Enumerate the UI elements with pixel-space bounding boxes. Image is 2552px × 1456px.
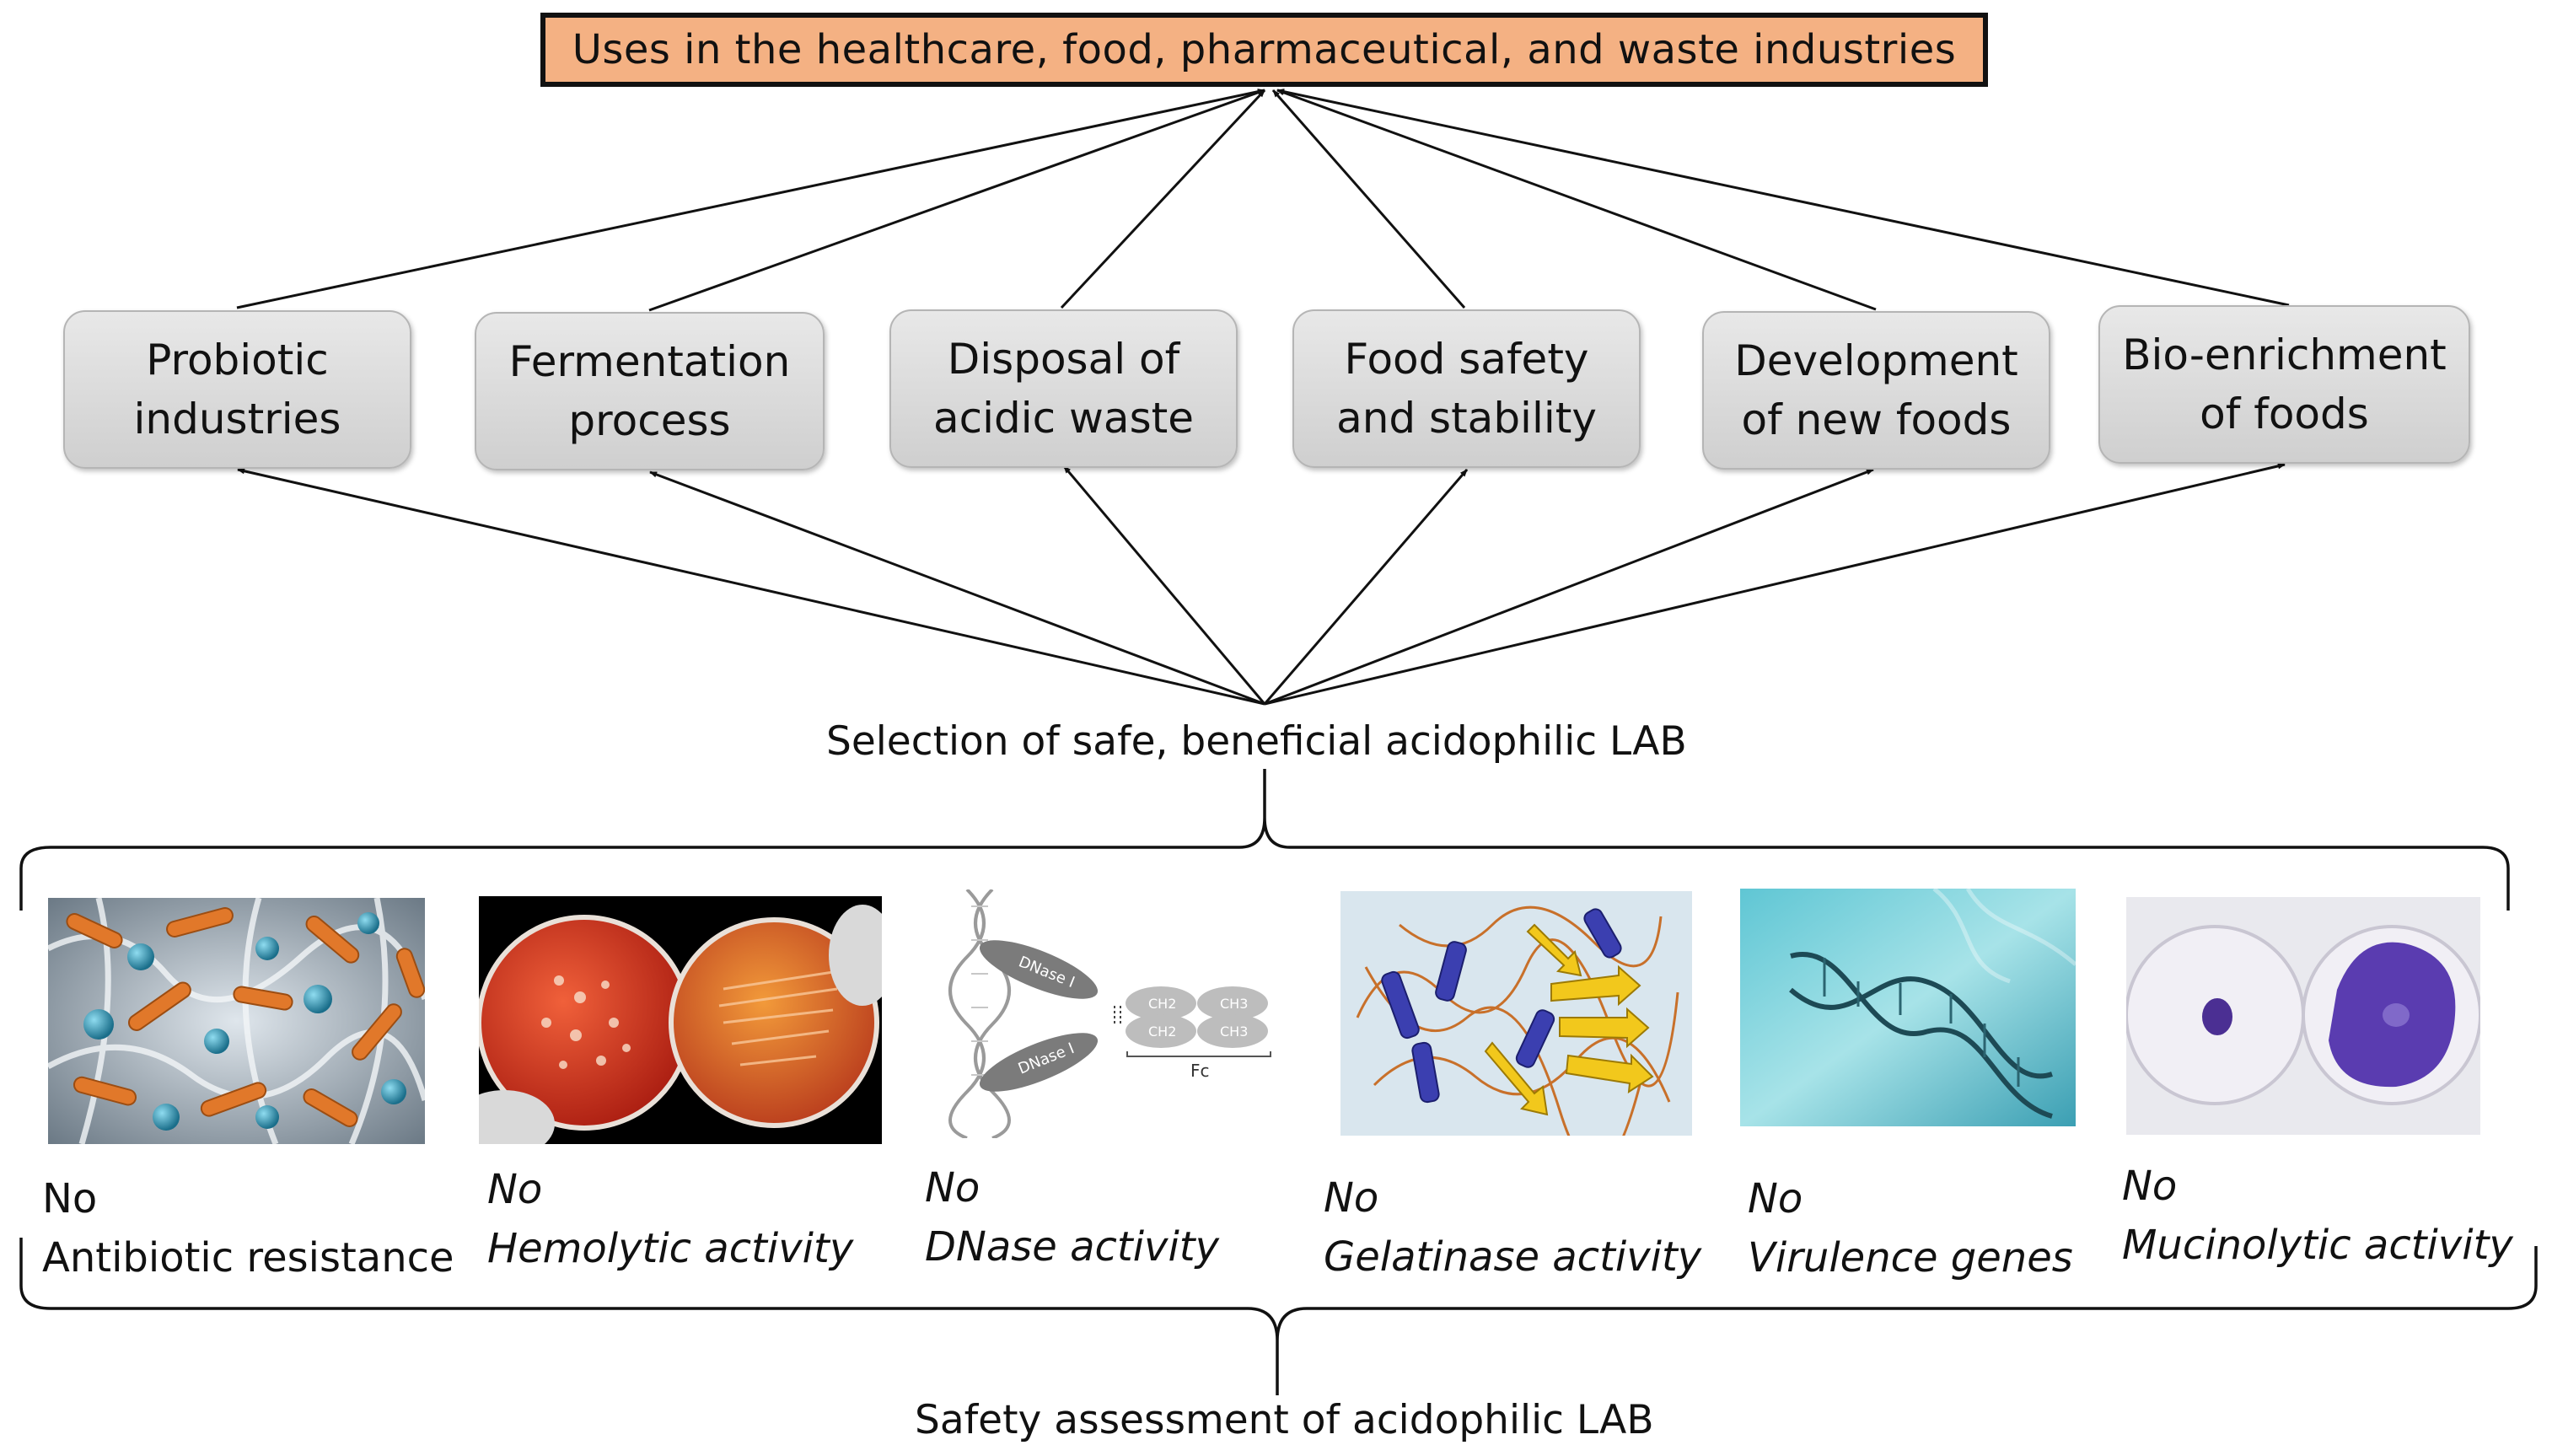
ch2-label-bottom: CH2 <box>1148 1023 1176 1040</box>
app-label-line1: Probiotic <box>146 336 329 384</box>
safety-caption: Safety assessment of acidophilic LAB <box>915 1397 1654 1443</box>
test-prefix: No <box>925 1164 981 1212</box>
app-box-foodsafety: Food safety and stability <box>1292 309 1641 468</box>
app-label-line1: Fermentation <box>508 337 791 386</box>
selection-caption: Selection of safe, beneficial acidophili… <box>826 718 1687 765</box>
app-box-disposal: Disposal of acidic waste <box>889 309 1238 468</box>
arrow-probiotic-to-title <box>236 89 1265 309</box>
arrow-bioenrichment-to-title <box>1276 89 2290 307</box>
ch2-label-top: CH2 <box>1148 996 1176 1012</box>
test-name: DNase activity <box>925 1223 1220 1271</box>
app-label-line2: industries <box>133 395 341 443</box>
safety-test-gelatinase: No Gelatinase activity <box>1324 1169 1701 1287</box>
protein-ribbon-structure-image <box>1340 891 1692 1136</box>
app-label-line1: Development <box>1734 336 2018 385</box>
app-label-line1: Disposal of <box>947 335 1180 384</box>
mucin-agar-plates-image <box>2126 897 2480 1135</box>
fc-label: Fc <box>1190 1061 1210 1081</box>
arrow-selection-to-disposal <box>1062 465 1266 705</box>
safety-test-dnase: No DNase activity <box>925 1158 1219 1276</box>
arrow-selection-to-development <box>1264 468 1874 706</box>
test-prefix: No <box>1324 1174 1379 1222</box>
app-box-probiotic: Probiotic industries <box>63 310 411 469</box>
lower-brace <box>19 1238 2538 1395</box>
safety-test-virulence: No Virulence genes <box>1748 1169 2073 1287</box>
test-name: Virulence genes <box>1748 1234 2073 1281</box>
test-prefix: No <box>487 1166 543 1213</box>
app-label-line2: of new foods <box>1741 395 2012 444</box>
app-box-bioenrichment: Bio-enrichment of foods <box>2098 305 2470 464</box>
app-label-line1: Food safety <box>1344 335 1589 384</box>
arrow-development-to-title <box>1276 89 1877 311</box>
ch3-label-top: CH3 <box>1220 996 1248 1012</box>
safety-test-hemolytic: No Hemolytic activity <box>487 1160 853 1278</box>
app-label-line2: and stability <box>1336 394 1597 443</box>
arrow-disposal-to-title <box>1060 89 1266 309</box>
test-prefix: No <box>42 1175 98 1222</box>
arrow-selection-to-fermentation <box>649 470 1265 706</box>
upper-brace <box>19 769 2510 911</box>
dna-double-helix-image <box>1740 889 2076 1126</box>
safety-test-mucinolytic: No Mucinolytic activity <box>2122 1157 2513 1275</box>
industries-title: Uses in the healthcare, food, pharmaceut… <box>572 26 1957 73</box>
app-label-line1: Bio-enrichment <box>2122 330 2447 379</box>
test-prefix: No <box>2122 1163 2178 1210</box>
test-name: Gelatinase activity <box>1324 1233 1702 1281</box>
safety-test-antibiotic: No Antibiotic resistance <box>42 1169 454 1287</box>
arrow-selection-to-bioenrichment <box>1264 463 2286 706</box>
app-label-line2: process <box>568 396 731 445</box>
industries-title-box: Uses in the healthcare, food, pharmaceut… <box>540 13 1988 87</box>
arrow-selection-to-probiotic <box>237 468 1265 706</box>
bacteria-micrograph-image <box>48 898 425 1144</box>
app-label-line2: acidic waste <box>933 394 1194 443</box>
blood-agar-plates-image <box>479 896 882 1144</box>
app-label-line2: of foods <box>2200 390 2369 438</box>
test-name: Antibiotic resistance <box>42 1234 454 1281</box>
arrow-foodsafety-to-title <box>1271 89 1466 309</box>
arrow-selection-to-foodsafety <box>1263 469 1469 705</box>
arrow-fermentation-to-title <box>648 89 1265 312</box>
test-name: Mucinolytic activity <box>2122 1222 2513 1269</box>
test-prefix: No <box>1748 1175 1803 1222</box>
dnase-antibody-diagram-image: DNase I DNase I CH2 CH3 CH2 CH3 Fc <box>942 889 1296 1138</box>
test-name: Hemolytic activity <box>487 1225 854 1272</box>
app-box-fermentation: Fermentation process <box>475 312 825 470</box>
ch3-label-bottom: CH3 <box>1220 1023 1248 1040</box>
app-box-development: Development of new foods <box>1702 311 2050 470</box>
